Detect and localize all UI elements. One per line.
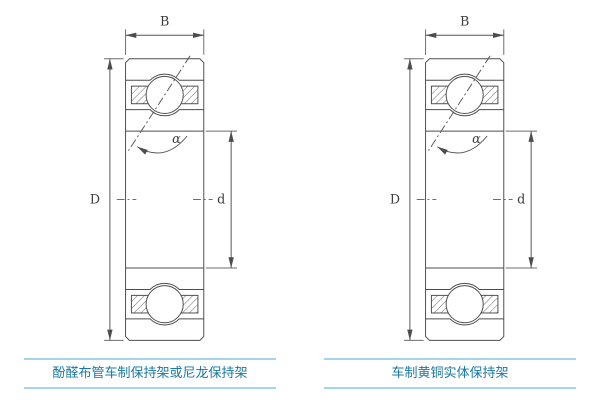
dim-label-outer-diameter: D — [390, 191, 400, 206]
bearing-diagram-right: B D d α — [390, 14, 575, 356]
bearing-diagram-left: B D d α — [90, 14, 275, 356]
bearing-cross-section — [404, 29, 537, 340]
dim-label-width: B — [460, 14, 469, 29]
dim-label-bore-diameter: d — [217, 191, 225, 206]
contact-angle-label: α — [172, 131, 181, 146]
contact-angle-label: α — [472, 131, 481, 146]
figure-caption-right: 车制黄铜实体保持架 — [324, 358, 576, 390]
dim-label-outer-diameter: D — [90, 191, 100, 206]
bearing-cross-section — [104, 29, 237, 340]
dim-label-bore-diameter: d — [517, 191, 525, 206]
figure-caption-left: 酚醛布管车制保持架或尼龙保持架 — [24, 358, 276, 390]
dim-label-width: B — [160, 14, 169, 29]
bearing-figure-right: B D d α 车制黄铜实体保持架 — [300, 0, 600, 400]
bearing-figure-left: B D d α 酚醛布管车制保持架或尼龙保持架 — [24, 14, 276, 390]
